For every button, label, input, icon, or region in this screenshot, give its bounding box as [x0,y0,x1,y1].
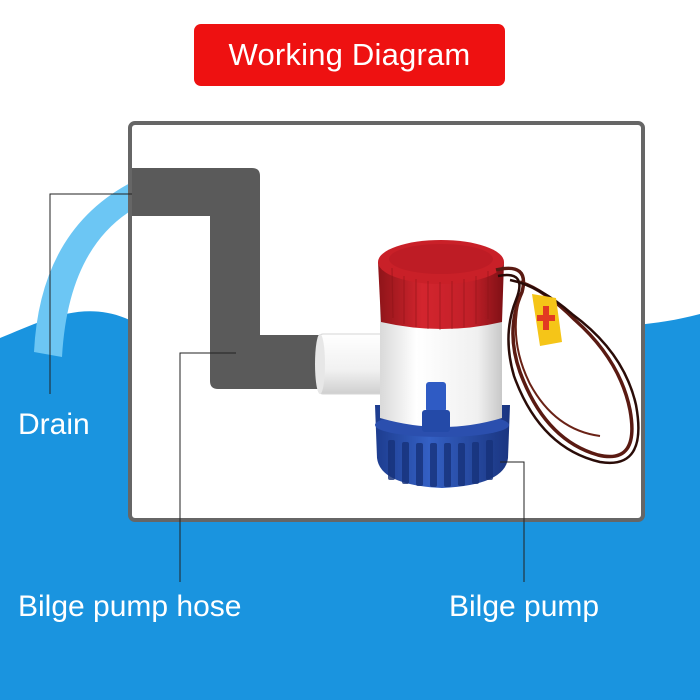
drain-label: Drain [18,408,90,441]
hose-leader-line [179,352,236,582]
bilge-pump [315,240,640,488]
drain-leader-line [49,193,132,394]
drain-pipe [34,182,132,357]
pump-body [380,300,502,427]
bilge-pump-hose-label: Bilge pump hose [18,590,242,623]
pump-latch [426,382,446,412]
bilge-pump-label: Bilge pump [449,590,600,623]
bilge-pump-hose [132,168,322,389]
pump-leader-line [500,461,525,582]
title-banner: Working Diagram [194,24,505,86]
